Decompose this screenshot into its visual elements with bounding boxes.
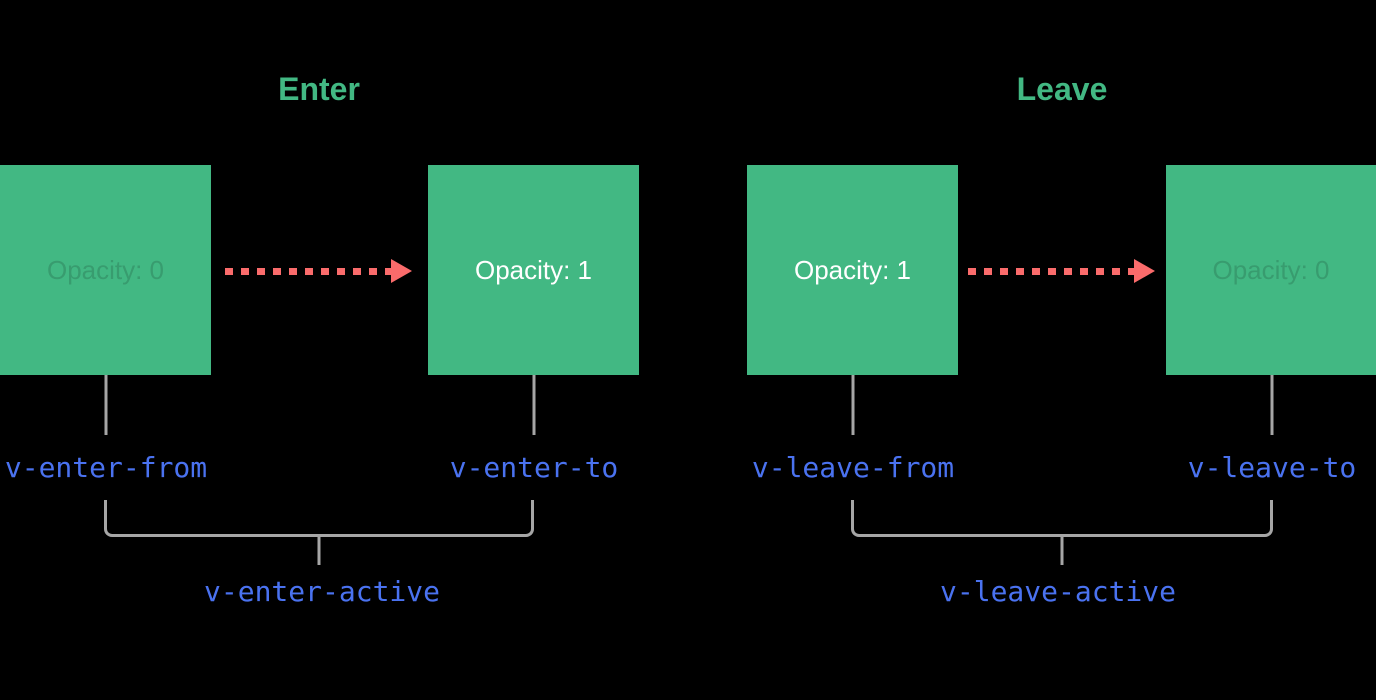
enter-transition-arrow-icon [225,259,412,283]
enter-to-box: Opacity: 1 [428,165,639,375]
leave-from-box: Opacity: 1 [747,165,958,375]
v-leave-to-label: v-leave-to [1187,451,1357,484]
v-leave-active-label: v-leave-active [939,575,1177,608]
enter-from-box: Opacity: 0 [0,165,211,375]
v-enter-active-label: v-enter-active [203,575,441,608]
dashed-line-icon [225,267,391,275]
arrow-head-icon [391,259,412,283]
leave-to-opacity-text: Opacity: 0 [1212,255,1330,285]
enter-from-opacity-text: Opacity: 0 [46,255,165,285]
leave-section-title: Leave [1016,71,1108,107]
enter-active-bracket [104,500,534,537]
v-leave-from-label: v-leave-from [751,451,955,484]
leave-to-connector-line [1270,375,1274,435]
leave-active-bracket [851,500,1273,537]
leave-from-opacity-text: Opacity: 1 [793,255,912,285]
v-enter-from-label: v-enter-from [4,451,208,484]
leave-from-connector-line [851,375,855,435]
enter-section-title: Enter [278,71,360,107]
enter-to-connector-line [532,375,536,435]
dashed-line-icon [968,267,1134,275]
leave-to-box: Opacity: 0 [1166,165,1376,375]
enter-bracket-stem [317,537,321,565]
enter-to-opacity-text: Opacity: 1 [474,255,593,285]
v-enter-to-label: v-enter-to [449,451,619,484]
enter-from-connector-line [104,375,108,435]
leave-bracket-stem [1060,537,1064,565]
arrow-head-icon [1134,259,1155,283]
leave-transition-arrow-icon [968,259,1155,283]
